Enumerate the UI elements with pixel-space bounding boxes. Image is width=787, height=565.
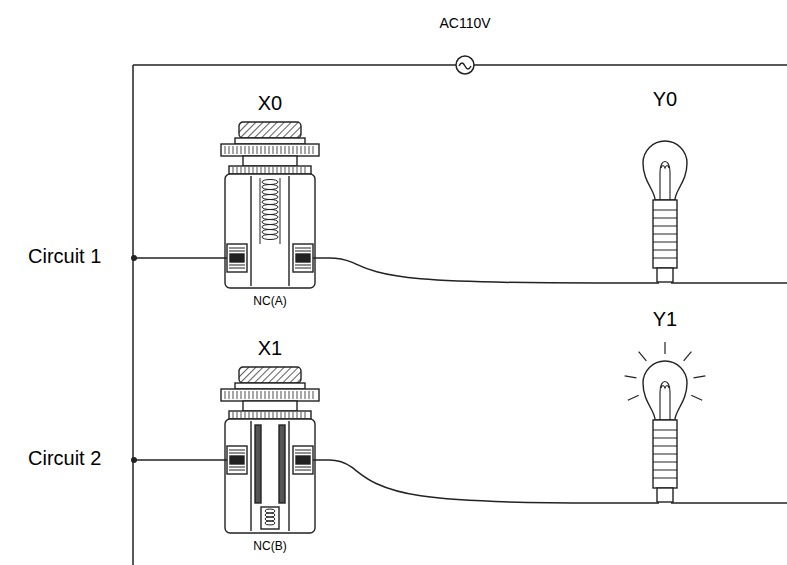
circuit-label: Circuit 2 <box>28 447 101 470</box>
bus-line <box>132 65 134 565</box>
push-button-switch: X1NC(B) <box>215 335 325 555</box>
device-label: X0 <box>215 90 325 116</box>
contact-type-label: NC(B) <box>215 537 325 555</box>
ac-source-symbol <box>456 56 474 74</box>
device-label: Y1 <box>615 306 715 332</box>
device-label: Y0 <box>615 86 715 112</box>
wire <box>671 282 787 284</box>
wire <box>671 502 787 504</box>
switch-symbol <box>215 120 325 290</box>
junction-dot <box>131 457 137 463</box>
wire <box>133 257 215 259</box>
lamp: Y0 <box>615 86 715 283</box>
lamp: Y1 <box>615 306 715 503</box>
contact-type-label: NC(A) <box>215 292 325 310</box>
ac-tilde <box>459 63 471 69</box>
circuit-label: Circuit 1 <box>28 245 101 268</box>
wire <box>325 460 659 503</box>
junction-dot <box>131 255 137 261</box>
lamp-symbol <box>615 338 715 503</box>
lamp-symbol <box>615 118 715 283</box>
wire <box>325 258 659 283</box>
push-button-switch: X0NC(A) <box>215 90 325 310</box>
voltage-label: AC110V <box>439 15 490 31</box>
supply-line <box>474 64 787 66</box>
supply-line <box>133 64 456 66</box>
device-label: X1 <box>215 335 325 361</box>
wire <box>133 459 215 461</box>
switch-symbol <box>215 365 325 535</box>
